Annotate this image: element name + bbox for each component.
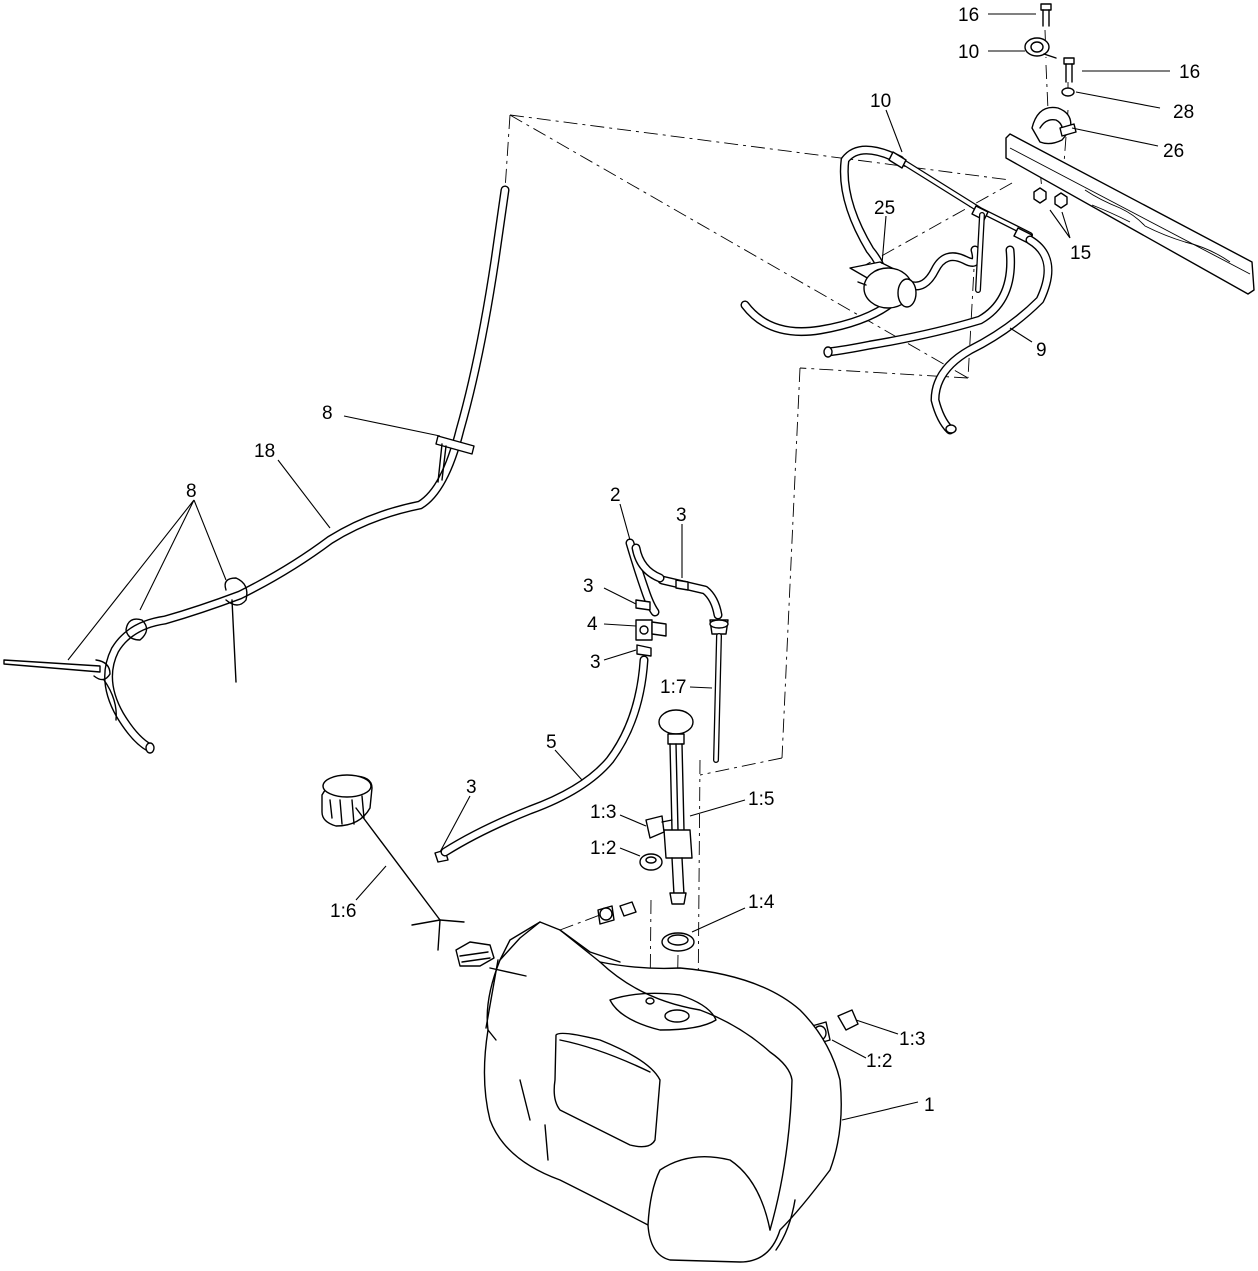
callout-3-top-right: 3: [676, 505, 687, 526]
callout-1-7: 1:7: [660, 677, 686, 698]
fuel-line-5: [440, 655, 649, 857]
callout-10-top: 10: [958, 42, 979, 63]
fuel-line-10: [839, 145, 1033, 277]
gasket-1-4: [661, 932, 695, 952]
clamp-26: [1031, 106, 1077, 145]
callout-1-2-top: 1:2: [590, 838, 616, 859]
assembly-alignment-lines: [504, 29, 1069, 1056]
callout-3-lower: 3: [590, 652, 601, 673]
callout-1-3-top: 1:3: [590, 802, 616, 823]
fuel-line-2: [625, 538, 723, 620]
fittings-left: [597, 901, 637, 925]
callout-labels: 16 10 16 28 26 10 25 15 9 8 18 8 2 3 3 4…: [186, 5, 1200, 1116]
pickup-tube-1-7: [709, 619, 729, 763]
fuel-cap-1-6: [321, 774, 465, 951]
washer-28: [1061, 87, 1075, 97]
callout-8-upper: 8: [322, 403, 333, 424]
fuel-tank-1: [455, 921, 842, 1263]
callout-2: 2: [610, 485, 621, 506]
callout-5: 5: [546, 732, 557, 753]
callout-25: 25: [874, 198, 895, 219]
fuel-line-9: [823, 235, 1053, 435]
callout-1-2-right: 1:2: [866, 1051, 892, 1072]
callout-leaders: [67, 13, 1170, 1121]
callout-3-upper: 3: [583, 576, 594, 597]
callout-8-lower: 8: [186, 481, 197, 502]
callout-1-3-right: 1:3: [899, 1029, 925, 1050]
callout-1-6: 1:6: [330, 901, 356, 922]
mounting-bracket: [1005, 133, 1255, 295]
callout-1: 1: [924, 1095, 935, 1116]
fuel-gauge-1-5: [658, 709, 694, 905]
nuts-15: [1033, 187, 1068, 209]
callout-4: 4: [587, 614, 598, 635]
callout-16-right: 16: [1179, 62, 1200, 83]
fuel-filter-25: [849, 261, 917, 309]
callout-26: 26: [1163, 141, 1184, 162]
clamp-10-top: [1024, 37, 1057, 59]
bolt-16-right: [1063, 57, 1075, 83]
callout-9: 9: [1036, 340, 1047, 361]
callout-28: 28: [1173, 102, 1194, 123]
cable-ties-8: [3, 435, 475, 721]
callout-1-5: 1:5: [748, 789, 774, 810]
bolt-16-top: [1040, 3, 1052, 27]
callout-16-top: 16: [958, 5, 979, 26]
callout-15: 15: [1070, 243, 1091, 264]
elbow-fitting-1-3-top: [645, 815, 673, 839]
callout-18: 18: [254, 441, 275, 462]
callout-3-hose-end: 3: [466, 777, 477, 798]
grommet-1-2-top: [639, 853, 663, 871]
valve-4: [635, 619, 667, 641]
callout-10-hose: 10: [870, 91, 891, 112]
vent-line-18: [104, 185, 510, 754]
callout-1-4: 1:4: [748, 892, 775, 913]
